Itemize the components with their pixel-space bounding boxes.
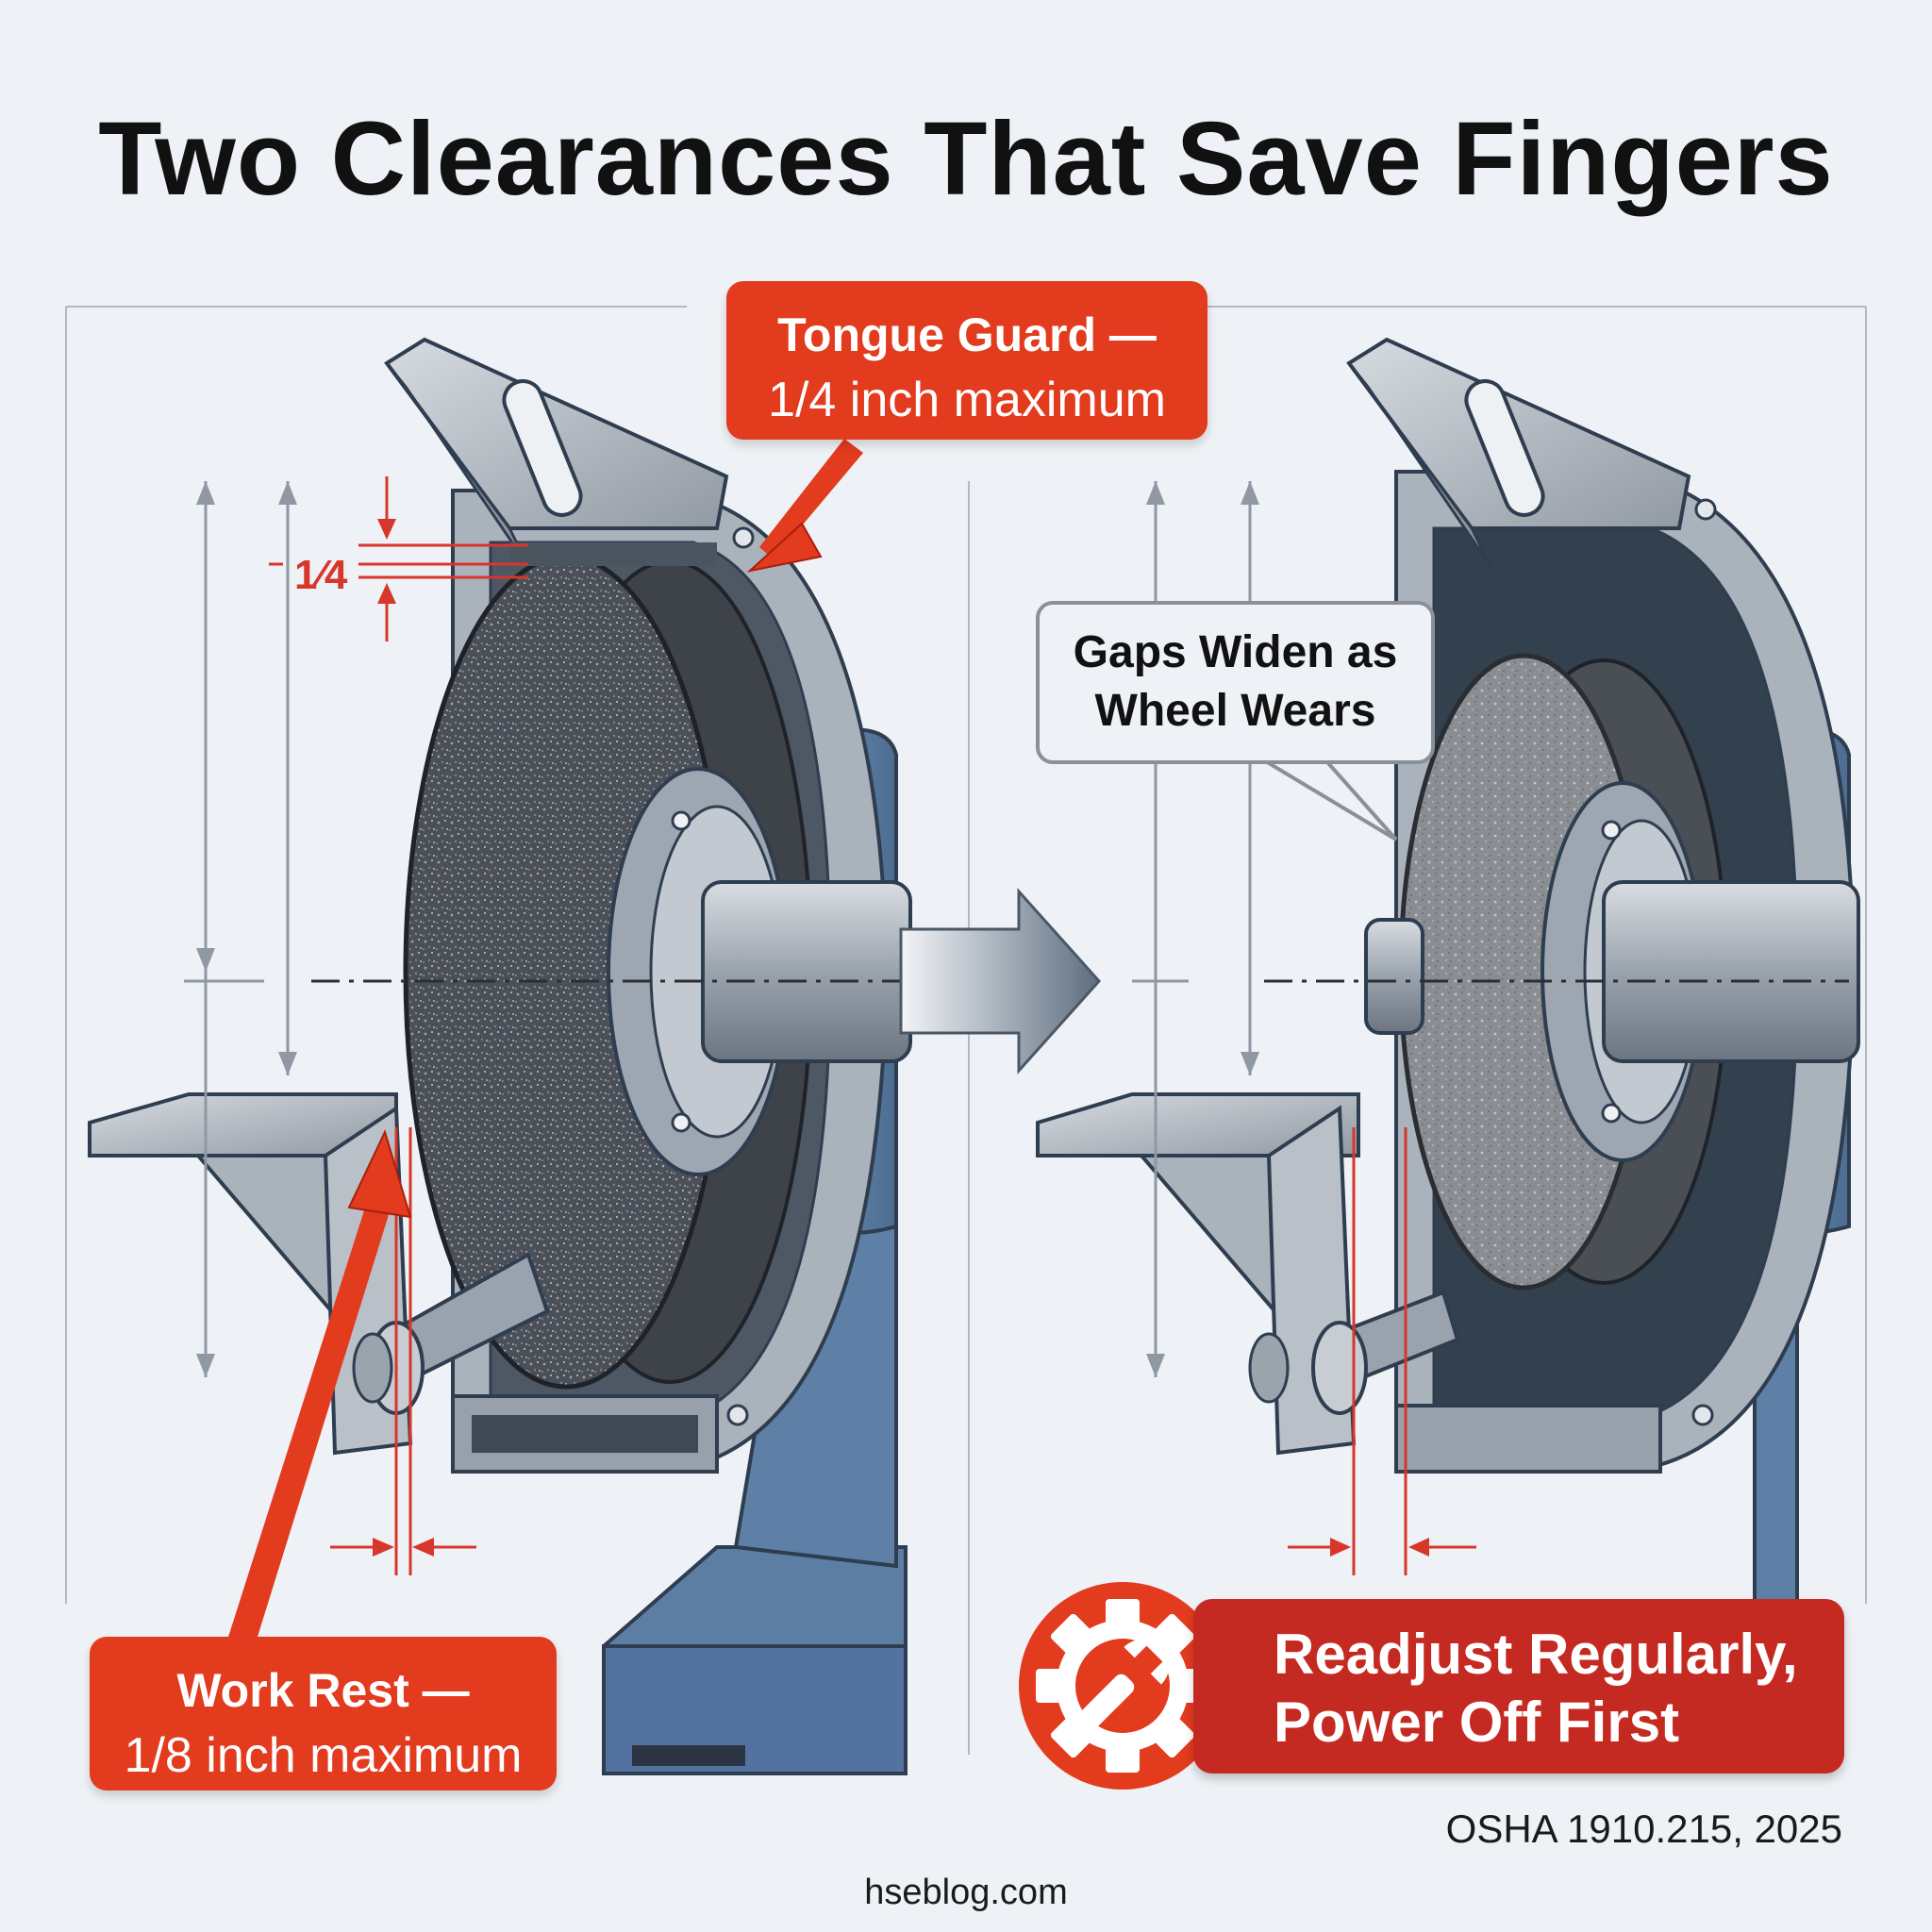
- tongue-guard-limit: 1/4 inch maximum: [768, 373, 1166, 427]
- work-rest-pointer: [203, 1184, 396, 1722]
- right-grinder: [1036, 337, 1860, 1606]
- source-citation: OSHA 1910.215, 2025: [1445, 1807, 1842, 1851]
- tongue-guard-title: Tongue Guard —: [777, 308, 1157, 361]
- action-banner-text: Readjust Regularly, Power Off First: [1274, 1621, 1840, 1757]
- left-grinder: [88, 337, 912, 1775]
- bubble-tail: [1247, 753, 1398, 841]
- action-line1: Readjust Regularly,: [1274, 1623, 1798, 1686]
- left-dimension-lines: [184, 481, 290, 1377]
- transition-arrow: [899, 888, 1102, 1074]
- work-rest-callout: Work Rest — 1/8 inch maximum: [90, 1637, 557, 1790]
- work-rest-title: Work Rest —: [176, 1664, 470, 1717]
- tongue-guard-callout: Tongue Guard — 1/4 inch maximum: [726, 281, 1208, 440]
- gear-wrench-icon: [1019, 1582, 1226, 1790]
- page-title: Two Clearances That Save Fingers: [98, 101, 1834, 217]
- footer-site: hseblog.com: [864, 1873, 1068, 1912]
- work-rest-pointer-head: [347, 1129, 412, 1219]
- wear-note-bubble: Gaps Widen as Wheel Wears: [1036, 601, 1435, 764]
- tongue-guard-pointer-head: [746, 522, 823, 573]
- quarter-gap-label: 1⁄4: [294, 552, 348, 598]
- tongue-guard-pointer: [759, 439, 863, 559]
- left-dimension-arrowheads: [196, 481, 297, 1377]
- action-line2: Power Off First: [1274, 1690, 1680, 1754]
- work-rest-limit: 1/8 inch maximum: [124, 1728, 523, 1783]
- wear-note-line2: Wheel Wears: [1094, 686, 1376, 736]
- action-banner: [1193, 1599, 1844, 1774]
- wear-note-line1: Gaps Widen as: [1073, 627, 1398, 677]
